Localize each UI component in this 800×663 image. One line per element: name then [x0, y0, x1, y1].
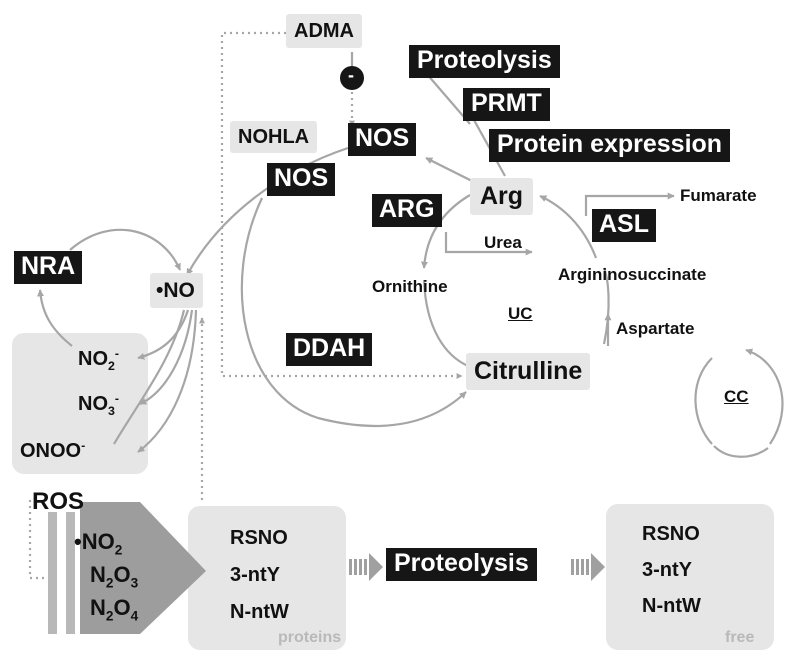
nos-label-top: NOS	[348, 123, 417, 156]
citrulline-cycle-label: CC	[724, 387, 749, 406]
argininosuccinate-label: Argininosuccinate	[558, 265, 707, 284]
peroxynitrite-label: ONOO-	[20, 438, 86, 462]
nitric-oxide-text: NO	[163, 279, 195, 302]
radical-dot-no2: •	[74, 529, 82, 554]
n2o3-label: N2O3	[90, 562, 139, 591]
nitrotryptophan-free-label: N-ntW	[642, 595, 701, 617]
n2o4-label: N2O4	[90, 595, 139, 624]
rsno-free-label: RSNO	[642, 523, 700, 545]
radical-no2-label: •NO2	[74, 529, 123, 558]
nohla-label: NOHLA	[230, 121, 318, 153]
protein-expression-label: Protein expression	[489, 129, 731, 162]
proteolysis-top-label: Proteolysis	[409, 45, 560, 78]
nitrite-region	[12, 333, 148, 474]
radical-dot: •	[156, 279, 164, 302]
solid-connectors	[37, 52, 784, 458]
proteolysis-bottom-label: Proteolysis	[386, 548, 537, 581]
free-region	[606, 504, 774, 650]
proteins-label: proteins	[278, 629, 342, 646]
aspartate-label: Aspartate	[616, 319, 695, 338]
nitrate-label: NO3-	[78, 391, 120, 418]
asl-label: ASL	[592, 209, 656, 242]
ros-bar-1	[48, 512, 57, 634]
arg-enzyme-label: ARG	[372, 194, 442, 227]
nitrotyrosine-bound-label: 3-ntY	[230, 564, 280, 586]
urea-cycle-label: UC	[508, 304, 533, 323]
striped-arrow-left	[349, 553, 383, 581]
ornithine-label: Ornithine	[372, 277, 448, 296]
striped-arrow-right	[571, 553, 605, 581]
rsno-bound-label: RSNO	[230, 527, 288, 549]
nitrotyrosine-free-label: 3-ntY	[642, 559, 692, 581]
inhibition-circle	[340, 66, 364, 90]
nra-label: NRA	[14, 251, 83, 284]
ros-label: ROS	[32, 488, 85, 515]
nitrite-label: NO2-	[78, 346, 120, 373]
nos-label-bottom: NOS	[267, 163, 336, 196]
ddah-label: DDAH	[286, 333, 373, 366]
nitric-oxide-label: •NO	[150, 273, 203, 308]
ros-bar-2	[66, 512, 75, 634]
prmt-label: PRMT	[463, 88, 550, 121]
rns-big-arrow	[80, 502, 206, 634]
nitrotryptophan-bound-label: N-ntW	[230, 601, 289, 623]
adma-label: ADMA	[286, 14, 362, 48]
free-label: free	[725, 629, 755, 646]
inhibition-sign: -	[348, 65, 354, 85]
urea-label: Urea	[484, 233, 522, 252]
protein-bound-region	[188, 506, 346, 650]
arg-label: Arg	[470, 178, 534, 215]
fumarate-label: Fumarate	[680, 186, 757, 205]
citrulline-label: Citrulline	[466, 353, 591, 390]
dotted-connectors	[28, 31, 463, 580]
